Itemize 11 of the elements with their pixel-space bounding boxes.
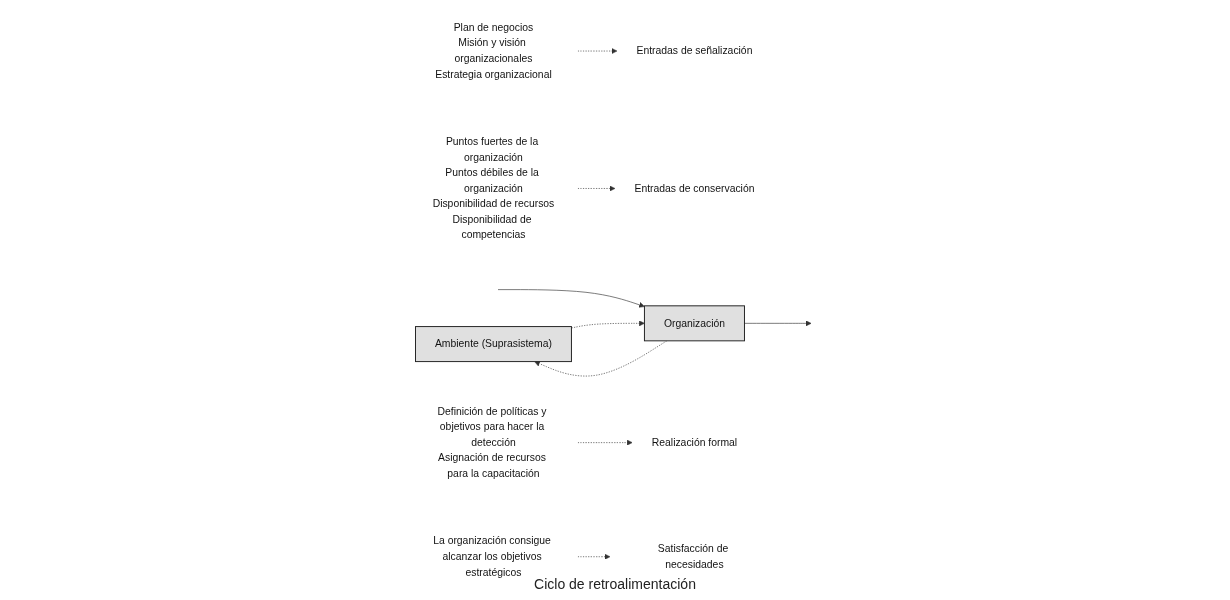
node-text: Puntos fuertes de la organización Puntos débiles de la organización Disponibilidad de recursos Disponibilidad de competencias xyxy=(432,135,555,241)
node-text: La organización consigue alcanzar los objetivos estratégicos xyxy=(433,535,552,578)
node-text: Entradas de conservación xyxy=(634,182,755,194)
node-box: Organización xyxy=(644,305,746,342)
node-text: Satisfacción de necesidades xyxy=(658,543,729,570)
loop-caption: Ciclo de retroalimentación xyxy=(534,576,696,592)
node-box: Ambiente (Suprasistema) xyxy=(415,326,573,363)
node-text: Definición de políticas y objetivos para hacer la detección Asignación de recursos para la capacitación xyxy=(437,405,547,479)
node-text: Entradas de señalización xyxy=(636,45,753,57)
node-text: Plan de negocios Misión y visión organizacionales Estrategia organizacional xyxy=(435,21,552,80)
node-text: Realización formal xyxy=(652,436,738,448)
